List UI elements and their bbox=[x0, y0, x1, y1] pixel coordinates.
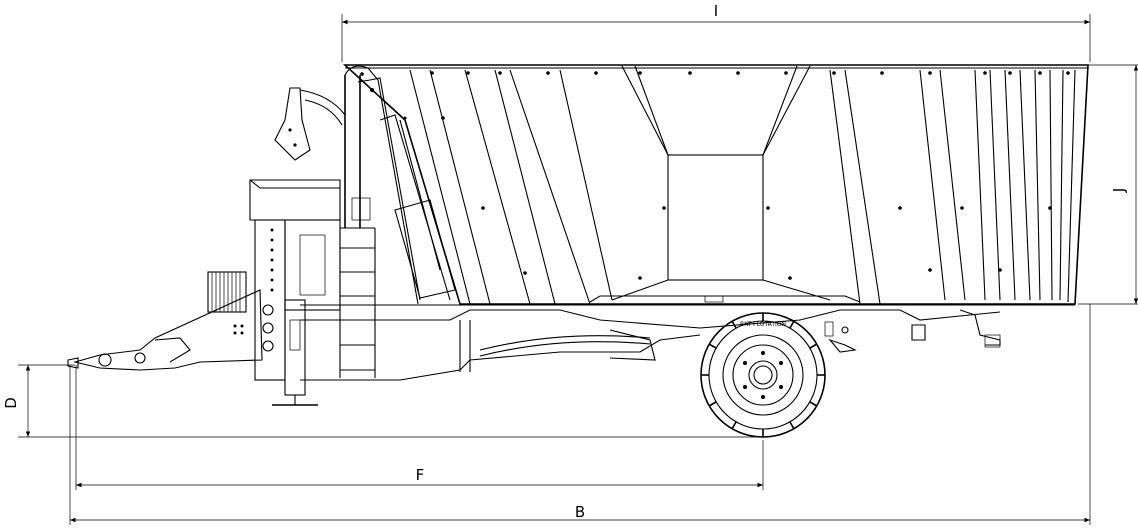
dimension-lines bbox=[18, 14, 1138, 525]
dimension-label-j: J bbox=[1110, 188, 1128, 193]
hose-and-mirror bbox=[274, 87, 346, 161]
tire-tread bbox=[701, 313, 825, 437]
pto-coupling bbox=[207, 271, 247, 313]
dimension-label-d: D bbox=[2, 397, 20, 409]
wheel: BKT FLOTATION bbox=[700, 312, 826, 438]
tire-label: BKT FLOTATION bbox=[740, 321, 786, 328]
tub-rivets bbox=[360, 71, 1070, 280]
dimension-label-b: B bbox=[575, 503, 585, 521]
chassis bbox=[300, 304, 1075, 381]
mixer-tub bbox=[342, 64, 1089, 305]
dimension-label-i: I bbox=[714, 2, 718, 20]
jack-stand bbox=[272, 299, 318, 406]
drawbar bbox=[67, 289, 263, 371]
dimension-label-f: F bbox=[416, 466, 425, 484]
